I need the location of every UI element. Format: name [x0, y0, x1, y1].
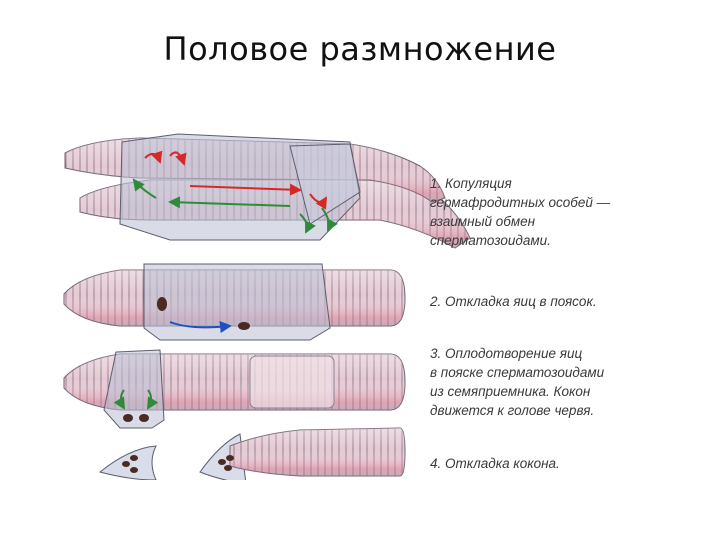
- caption-line: 2. Откладка яиц в поясок.: [430, 294, 597, 309]
- caption-line: из семяприемника. Кокон: [430, 384, 591, 399]
- egg: [122, 461, 130, 467]
- egg: [130, 455, 138, 461]
- caption-line: 4. Откладка кокона.: [430, 456, 560, 471]
- stage1-worms: [64, 133, 471, 249]
- caption-line: 1. Копуляция: [430, 176, 512, 191]
- caption-line: в пояске сперматозоидами: [430, 365, 605, 380]
- egg: [123, 414, 133, 422]
- egg: [238, 322, 250, 330]
- stage4-cocoon: [98, 427, 406, 480]
- caption-stage-2: 2. Откладка яиц в поясок.: [430, 292, 597, 311]
- caption-stage-4: 4. Откладка кокона.: [430, 454, 560, 473]
- slide-title: Половое размножение: [163, 30, 557, 68]
- caption-line: сперматозоидами.: [430, 233, 551, 248]
- caption-stage-3: 3. Оплодотворение яиц в пояске сперматоз…: [430, 344, 604, 420]
- caption-line: 3. Оплодотворение яиц: [430, 346, 583, 361]
- caption-line: движется к голове червя.: [430, 403, 595, 418]
- caption-line: гермафродитных особей —: [430, 195, 611, 210]
- worm-stages-drawing: [63, 133, 471, 480]
- caption-stage-1: 1. Копуляция гермафродитных особей — вза…: [430, 174, 610, 250]
- egg: [226, 455, 234, 461]
- stage3-worm: [63, 349, 406, 429]
- caption-line: взаимный обмен: [430, 214, 536, 229]
- stage2-worm: [63, 263, 406, 341]
- egg: [157, 297, 167, 311]
- earthworm-reproduction-illustration: 1. Копуляция гермафродитных особей — вза…: [60, 128, 634, 480]
- egg: [139, 414, 149, 422]
- egg: [224, 465, 232, 471]
- egg: [218, 459, 226, 465]
- egg: [130, 467, 138, 473]
